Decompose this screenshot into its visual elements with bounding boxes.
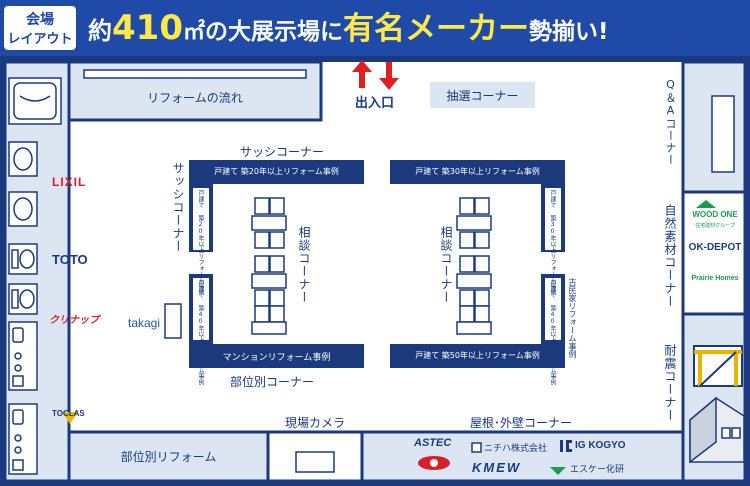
- seismic-frame-icon: [693, 345, 743, 387]
- sk-mark-icon: [550, 467, 566, 475]
- igkogyo-mark-icon: [560, 440, 572, 452]
- toilet-icon: [8, 243, 38, 275]
- case-right-lower-b: 戸建て 築40年以上リフォーム事例: [549, 280, 556, 385]
- header-badge-line2: レイアウト: [7, 32, 73, 47]
- sash-left-label: サッシコーナー: [171, 162, 185, 253]
- prairie-logo: Prairie Homes: [691, 275, 739, 282]
- consultation-tables-left: [251, 197, 287, 335]
- case-top-left: 戸建て 築20年以上リフォーム事例: [214, 167, 339, 176]
- sk-logo: エスケー化研: [570, 465, 625, 475]
- case-left-lower: 戸建て 築40年以上リフォーム事例: [197, 280, 204, 385]
- reform-flow-shelf: [83, 69, 307, 79]
- parts-center-label: 部位別コーナー: [230, 375, 315, 389]
- consult-left-label: 相談コーナー: [297, 226, 311, 304]
- seismic-label: 耐震コーナー: [663, 344, 677, 422]
- sash-top-label: サッシコーナー: [240, 145, 325, 159]
- woodone-roof-icon: [696, 200, 716, 208]
- lixil-logo: LIXIL: [52, 175, 87, 189]
- washbasin-icon: [8, 191, 38, 227]
- title-middle: の大展示場に: [205, 19, 343, 45]
- case-label-bands: [193, 188, 561, 340]
- igkogyo-logo: IG KOGYO: [575, 440, 626, 451]
- entrance-label: 出入口: [355, 96, 395, 111]
- woodone-logo: WOOD ONE: [692, 210, 738, 219]
- qa-label: Q＆Aコーナー: [664, 78, 677, 166]
- entrance-arrows-icon: [352, 60, 399, 90]
- toclas-mark-icon: [62, 412, 78, 424]
- title-number: 410: [112, 8, 183, 48]
- astec-logo: ASTEC: [414, 437, 452, 449]
- consult-right-label: 相談コーナー: [439, 226, 453, 304]
- qa-display: [711, 95, 735, 173]
- takagi-logo: takagi: [128, 316, 161, 330]
- consultation-tables-right: [456, 197, 492, 335]
- kitchen-icon: [8, 321, 38, 391]
- header-banner: [0, 0, 750, 56]
- lottery-label: 抽選コーナー: [446, 89, 519, 103]
- site-camera-screen: [295, 451, 335, 473]
- header-badge: [4, 6, 76, 50]
- astec-mark-icon: [418, 456, 450, 470]
- washbasin-icon: [8, 141, 38, 177]
- house-icon: [689, 396, 745, 464]
- toilet-icon: [8, 283, 38, 315]
- case-right-upper: 戸建て 築30年以上リフォーム事例: [549, 190, 556, 295]
- outer-walls: [0, 56, 750, 486]
- title-unit: ㎡: [182, 20, 205, 45]
- case-top-right: 戸建て 築30年以上リフォーム事例: [415, 167, 540, 176]
- takagi-booth: [164, 303, 182, 339]
- case-bottom-right: 戸建て 築50年以上リフォーム事例: [415, 351, 540, 360]
- kmew-logo: KMEW: [472, 460, 522, 475]
- okdepot-logo: OK-DEPOT: [688, 242, 742, 253]
- kitchen-icon: [8, 403, 38, 475]
- toto-logo: TOTO: [52, 252, 88, 267]
- cleanup-logo: クリナップ: [49, 315, 99, 326]
- parts-reform-room: [67, 430, 270, 483]
- header-title: 約410㎡の大展示場に有名メーカー勢揃い!: [88, 4, 609, 52]
- site-camera-label: 現場カメラ: [284, 416, 345, 430]
- title-emphasis: 有名メーカー: [343, 11, 529, 47]
- bathtub-icon: [8, 77, 62, 125]
- exhibit-island-right: [390, 160, 565, 368]
- lottery-room: [430, 82, 535, 108]
- toclas-logo: TOCLAS: [52, 409, 85, 418]
- roof-exterior-room: [360, 430, 685, 483]
- case-bottom-left: マンションリフォーム事例: [222, 353, 331, 363]
- woodone-sub: 住宅建材グループ: [695, 223, 735, 229]
- natural-materials-label: 自然素材コーナー: [663, 204, 677, 308]
- roof-exterior-label: 屋根･外壁コーナー: [470, 416, 573, 430]
- title-prefix: 約: [88, 17, 112, 45]
- parts-reform-label: 部位別リフォーム: [120, 450, 217, 464]
- nichiha-logo: ニチハ株式会社: [484, 444, 548, 454]
- natural-materials-room: [681, 190, 747, 316]
- case-right-lower-a: 古民家リフォーム事例: [568, 278, 577, 358]
- case-left-upper: 戸建て 築20年以上リフォーム事例: [197, 190, 204, 295]
- title-suffix: 勢揃い!: [529, 19, 609, 45]
- nichiha-mark-icon: [471, 442, 482, 453]
- header-badge-line1: 会場: [26, 12, 54, 28]
- reform-flow-label: リフォームの流れ: [147, 91, 243, 105]
